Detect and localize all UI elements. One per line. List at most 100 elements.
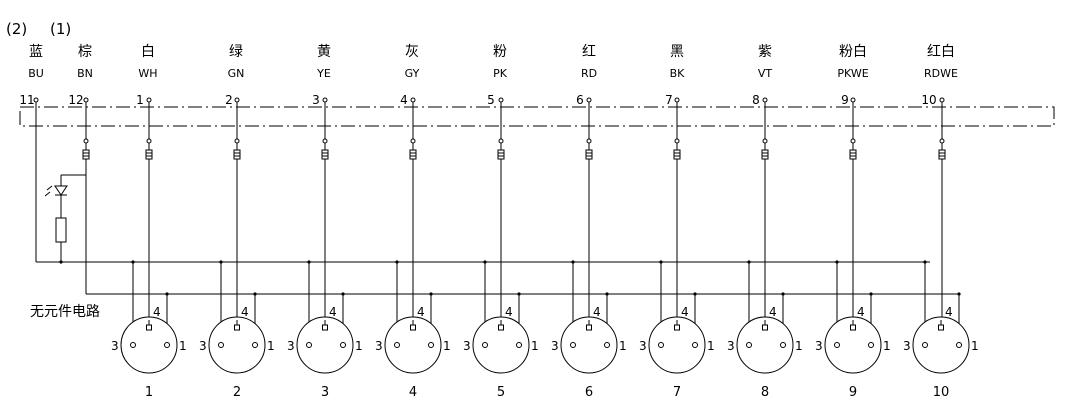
- pin-3: [306, 342, 312, 348]
- pin-3: [658, 342, 664, 348]
- pin-3: [746, 342, 752, 348]
- wire-label-cn: 灰: [405, 44, 419, 60]
- pin-4-label: 4: [329, 305, 337, 319]
- fuse-icon: [673, 149, 681, 160]
- wire-label-code: VT: [758, 67, 773, 80]
- wire-label-cn: 粉: [493, 44, 507, 60]
- pin-3-label: 3: [375, 339, 383, 353]
- pin-4: [850, 324, 856, 331]
- port-number: 4: [409, 385, 417, 400]
- wire-label-code: PKWE: [837, 67, 868, 80]
- pin-1: [956, 342, 962, 348]
- wire-label-code: GY: [405, 67, 420, 80]
- connector-circle: [208, 316, 266, 374]
- pin-4: [498, 324, 504, 331]
- signal-wire: [321, 97, 329, 320]
- connector-circle: [648, 316, 706, 374]
- wire-label-cn: 白: [141, 44, 155, 60]
- pin-1: [780, 342, 786, 348]
- wire-label-cn: 蓝: [29, 44, 43, 60]
- pin-4-label: 4: [505, 305, 513, 319]
- pin-3: [130, 342, 136, 348]
- signal-wire: [497, 97, 505, 320]
- pin-4: [762, 324, 768, 331]
- port-number: 7: [673, 385, 681, 400]
- wire-brown-terminal: [83, 97, 89, 103]
- pin-1-label: 1: [619, 339, 627, 353]
- wire-number: 7: [665, 93, 673, 107]
- pin-4-label: 4: [153, 305, 161, 319]
- wire-label-cn: 紫: [758, 44, 772, 60]
- port-number: 6: [585, 385, 593, 400]
- connector-circle: [736, 316, 794, 374]
- fuse-icon: [585, 149, 593, 160]
- pin-4: [322, 324, 328, 331]
- wire-number: 5: [487, 93, 495, 107]
- led-icon: [54, 185, 68, 196]
- pin-3: [394, 342, 400, 348]
- pin-3-label: 3: [727, 339, 735, 353]
- pin-4: [410, 324, 416, 331]
- fuse-icon: [849, 149, 857, 160]
- wire-label-cn: 棕: [78, 44, 92, 60]
- pin-3-label: 3: [199, 339, 207, 353]
- pin-1: [252, 342, 258, 348]
- pin-4-label: 4: [593, 305, 601, 319]
- signal-wire: [233, 97, 241, 320]
- pin-1-label: 1: [443, 339, 451, 353]
- port-number: 5: [497, 385, 505, 400]
- signal-wire: [145, 97, 153, 320]
- connector-circle: [296, 316, 354, 374]
- signal-wire: [761, 97, 769, 320]
- pin-4: [938, 324, 944, 331]
- note-no-components: 无元件电路: [30, 304, 100, 320]
- connector-circle: [384, 316, 442, 374]
- pin-1-label: 1: [179, 339, 187, 353]
- pin-1-label: 1: [883, 339, 891, 353]
- wire-number: 8: [752, 93, 760, 107]
- pin-1-label: 1: [267, 339, 275, 353]
- pin-1: [516, 342, 522, 348]
- port-number: 9: [849, 385, 857, 400]
- pin-4-label: 4: [857, 305, 865, 319]
- wire-number: 4: [400, 93, 408, 107]
- pin-4: [234, 324, 240, 331]
- indicator-branch: [44, 174, 86, 264]
- wire-label-cn: 红白: [927, 44, 955, 60]
- fuse-icon: [497, 149, 505, 160]
- port-number: 2: [233, 385, 241, 400]
- header-label-2: (2): [6, 20, 27, 38]
- wire-number: 6: [576, 93, 584, 107]
- wire-number: 9: [841, 93, 849, 107]
- pin-3-label: 3: [111, 339, 119, 353]
- wire-label-cn: 红: [582, 44, 596, 60]
- header-label-1: (1): [50, 20, 71, 38]
- pin-1-label: 1: [707, 339, 715, 353]
- pin-3-label: 3: [903, 339, 911, 353]
- wire-number: 12: [68, 93, 83, 107]
- pin-4-label: 4: [945, 305, 953, 319]
- wire-label-code: RD: [581, 67, 597, 80]
- pin-3-label: 3: [639, 339, 647, 353]
- wire-label-cn: 黄: [317, 43, 331, 60]
- fuse-icon: [233, 149, 241, 160]
- fuse-icon: [145, 149, 153, 160]
- wire-brown-fuse: [82, 149, 90, 160]
- fuse-icon: [938, 149, 946, 160]
- pin-4: [586, 324, 592, 331]
- pin-1: [868, 342, 874, 348]
- connector-circle: [120, 316, 178, 374]
- signal-wire: [849, 97, 857, 320]
- wire-labels: 蓝BU11棕BN12白WH1绿GN2黄YE3灰GY4粉PK5红RD6黑BK7紫V…: [19, 43, 958, 107]
- connector-circle: [912, 316, 970, 374]
- wire-label-code: RDWE: [924, 67, 958, 80]
- pin-1-label: 1: [531, 339, 539, 353]
